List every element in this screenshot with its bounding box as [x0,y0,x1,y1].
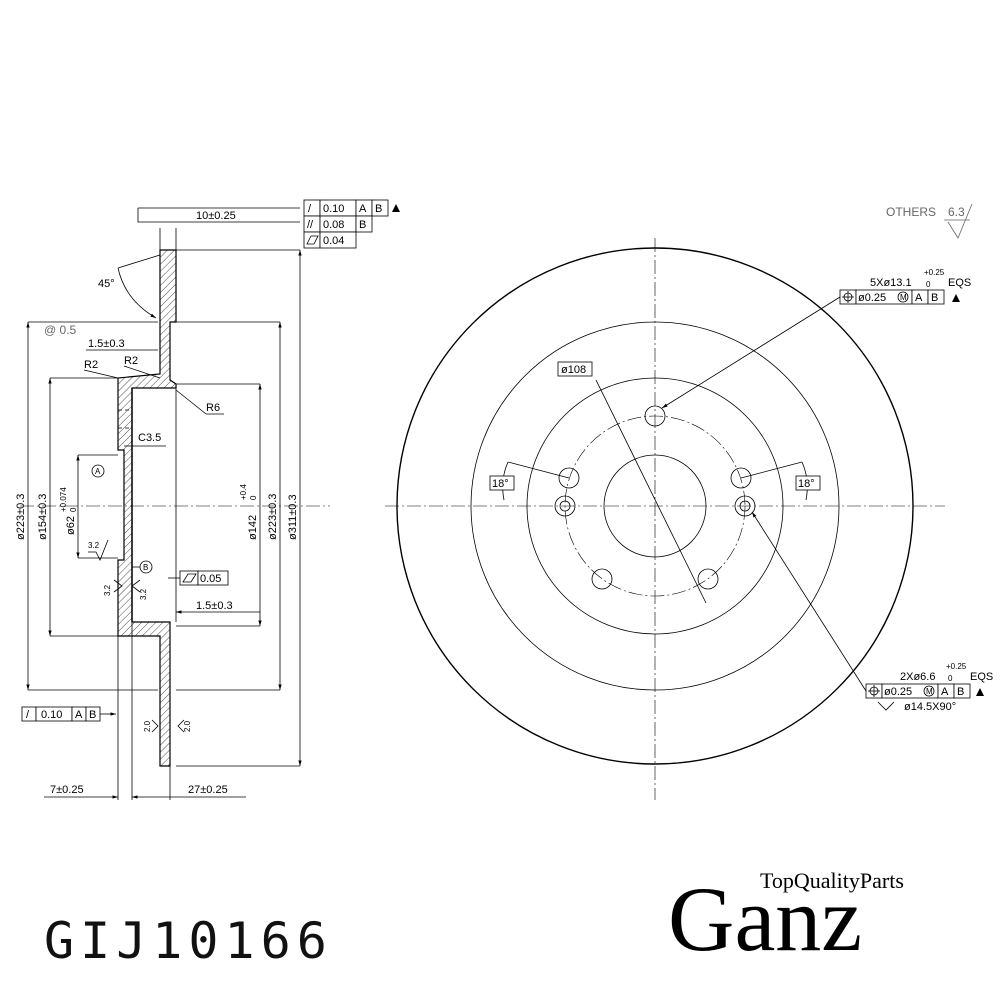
chamfer-angle-label: 45° [98,278,115,290]
pin-holes-position: ø0.25 [884,686,912,698]
angle-left-label: 18° [492,478,509,490]
svg-text:0: 0 [926,280,931,289]
svg-text:+0.25: +0.25 [924,268,945,277]
step-a-label: 1.5±0.3 [88,338,125,350]
svg-text:M: M [926,687,933,696]
dia-223-right-label: ø223±0.3 [267,494,279,540]
hub-circle [526,377,784,635]
pin-hole-countersink [554,495,576,517]
dim-7-label: 7±0.25 [50,784,84,796]
datum-b-marker: B [143,563,148,572]
datum-a-marker: A [95,467,101,476]
bolt-holes-count: 5Xø13.1 [870,277,912,289]
svg-text:B: B [957,686,964,698]
pcd-label: ø108 [561,364,586,376]
dia-154-label: ø154±0.3 [37,494,49,540]
front-view: ø108 18° 18° OTHERS 6.3 5Xø13.1 +0.25 0 … [385,203,993,800]
tol-row2-value: 0.08 [323,219,344,231]
tol-row1-value: 0.10 [323,203,344,215]
dia-142-label: ø142 [247,515,259,540]
svg-text:B: B [931,292,938,304]
roughness-2-0-b: 2.0 [183,720,192,732]
dia-62-label: ø62 [65,516,77,535]
chamfer-label: C3.5 [138,432,161,444]
part-number: GIJ10166 [44,912,333,970]
svg-text:M: M [900,293,907,302]
roughness-2-0-a: 2.0 [143,720,152,732]
others-label: OTHERS [886,205,936,219]
roughness-3-2-b: 3.2 [103,584,112,596]
pin-hole [559,500,571,512]
tol-row3-value: 0.04 [323,235,344,247]
others-value: 6.3 [948,205,965,219]
bolt-holes-eqs: EQS [948,277,971,289]
svg-text:A: A [359,203,367,215]
thickness-label: 10±0.25 [196,210,236,222]
section-view: ø223±0.3 ø154±0.3 ø62 +0.074 0 ø142 +0.4… [15,207,330,800]
bolt-hole [644,405,666,427]
top-tolerance-frame: / 0.10 A B // 0.08 B 0.04 [303,199,400,249]
disc-cross-section [117,249,177,767]
dia-311-label: ø311±0.3 [287,494,299,540]
angle-right-label: 18° [798,478,815,490]
radius-inner-label: R2 [124,355,138,367]
pin-holes-countersink: ø14.5X90° [904,701,956,713]
flatness-note: @ 0.5 [44,323,77,337]
svg-text://: // [307,219,314,231]
pcd-circle [564,415,746,597]
brand-logo: Ganz [668,868,862,970]
svg-text:A: A [941,686,949,698]
dia-62-tol-upper: +0.074 [59,487,68,512]
svg-text:0: 0 [948,674,953,683]
svg-text:B: B [375,203,382,215]
runout-symbol: / [26,709,30,721]
bolt-hole [730,467,752,489]
roughness-3-2-c: 3.2 [139,588,148,600]
radius-hub-label: R6 [206,402,220,414]
step-b-label: 1.5±0.3 [196,600,233,612]
pin-holes-count: 2Xø6.6 [900,671,935,683]
svg-text:A: A [915,292,923,304]
svg-text:B: B [359,219,366,231]
bolt-hole [591,568,613,590]
bolt-hole [558,467,580,489]
center-bore [603,454,707,558]
dia-142-tol-upper: +0.4 [239,484,248,500]
runout-ref-a: A [75,709,83,721]
svg-text:/: / [308,203,312,215]
runout-value: 0.10 [41,709,62,721]
pin-holes-eqs: EQS [970,671,993,683]
brand-tagline: TopQualityParts [760,868,904,893]
friction-inner-edge [470,321,840,691]
dia-142-tol-lower: 0 [249,495,258,500]
bolt-holes-position: ø0.25 [858,292,886,304]
outer-rim [396,247,914,765]
runout-ref-b: B [89,709,96,721]
svg-text:+0.25: +0.25 [946,662,967,671]
pin-hole-countersink [734,495,756,517]
pin-hole [739,500,751,512]
flatness-value: 0.05 [200,573,221,585]
dia-62-tol-lower: 0 [69,507,78,512]
radius-outer-label: R2 [84,359,98,371]
roughness-3-2-a: 3.2 [88,541,100,550]
dia-223-left-label: ø223±0.3 [15,494,27,540]
dim-27-label: 27±0.25 [188,784,228,796]
bolt-hole [697,568,719,590]
